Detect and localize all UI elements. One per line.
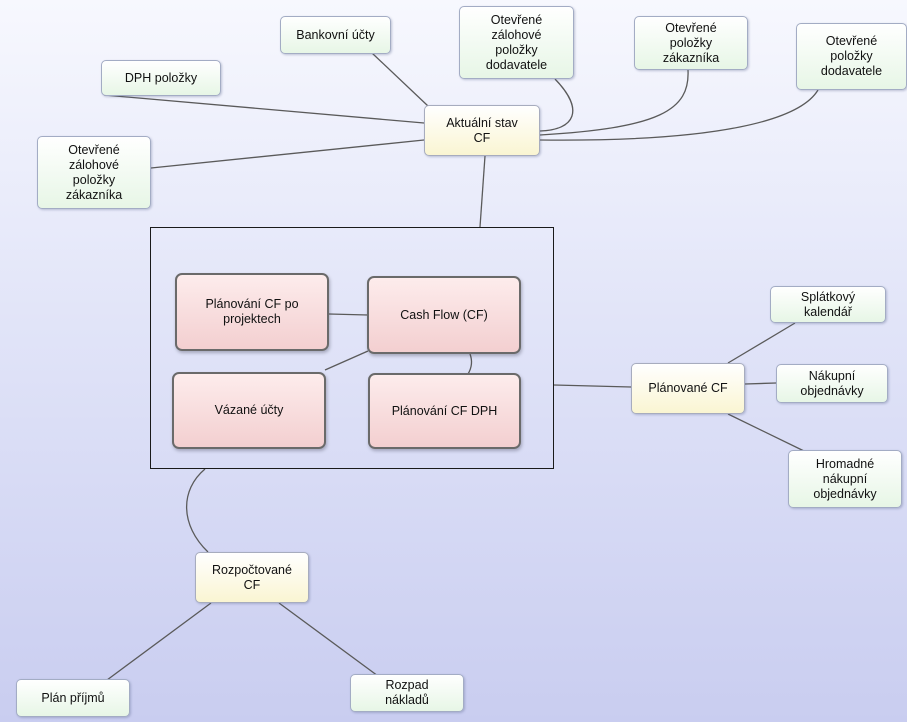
node-otevrene-zalohove-polozky-zakaznika[interactable]: Otevřené zálohové položky zákazníka (37, 136, 151, 209)
node-aktualni-stav-cf[interactable]: Aktuální stav CF (424, 105, 540, 156)
connector-rozpad (278, 602, 379, 677)
connector-nakupni (744, 382, 777, 385)
node-planovani-cf-dph[interactable]: Plánování CF DPH (368, 373, 521, 449)
node-planovane-cf[interactable]: Plánované CF (631, 363, 745, 414)
connector-polozky-dodavatele (539, 89, 819, 141)
node-otevrene-polozky-zakaznika[interactable]: Otevřené položky zákazníka (634, 16, 748, 70)
connector-dph-polozky (103, 94, 425, 124)
cash-flow-group-frame (150, 227, 554, 469)
connector-zalohove-zakaznika (150, 139, 425, 169)
connector-plan-prijmu (102, 602, 212, 684)
connector-frame-to-planovane (553, 384, 632, 388)
node-otevrene-polozky-dodavatele[interactable]: Otevřené položky dodavatele (796, 23, 907, 90)
node-rozpad-nakladu[interactable]: Rozpad nákladů (350, 674, 464, 712)
connector-hromadne (727, 413, 805, 452)
connector-dph-to-cashflow (467, 353, 473, 375)
connector-splatkovy (727, 322, 796, 364)
connector-polozky-zakaznika (539, 69, 689, 136)
node-hromadne-nakupni-objednavky[interactable]: Hromadné nákupní objednávky (788, 450, 902, 508)
node-otevrene-zalohove-polozky-dodavatele[interactable]: Otevřené zálohové položky dodavatele (459, 6, 574, 79)
node-cash-flow[interactable]: Cash Flow (CF) (367, 276, 521, 354)
connector-bankovni-ucty (371, 52, 429, 107)
node-planovani-cf-po-projektech[interactable]: Plánování CF po projektech (175, 273, 329, 351)
node-rozpoctovane-cf[interactable]: Rozpočtované CF (195, 552, 309, 603)
node-bankovni-ucty[interactable]: Bankovní účty (280, 16, 391, 54)
connector-aktualni-to-frame (479, 155, 486, 228)
node-plan-prijmu[interactable]: Plán příjmů (16, 679, 130, 717)
connector-projekty-to-cashflow (328, 313, 369, 316)
node-splatkovy-kalendar[interactable]: Splátkový kalendář (770, 286, 886, 323)
connector-frame-to-rozpoctovane (186, 468, 209, 553)
node-vazane-ucty[interactable]: Vázané účty (172, 372, 326, 449)
node-dph-polozky[interactable]: DPH položky (101, 60, 221, 96)
connector-zalohove-dodavatele (539, 78, 574, 132)
node-nakupni-objednavky[interactable]: Nákupní objednávky (776, 364, 888, 403)
connector-vazane-to-cashflow (324, 350, 369, 371)
